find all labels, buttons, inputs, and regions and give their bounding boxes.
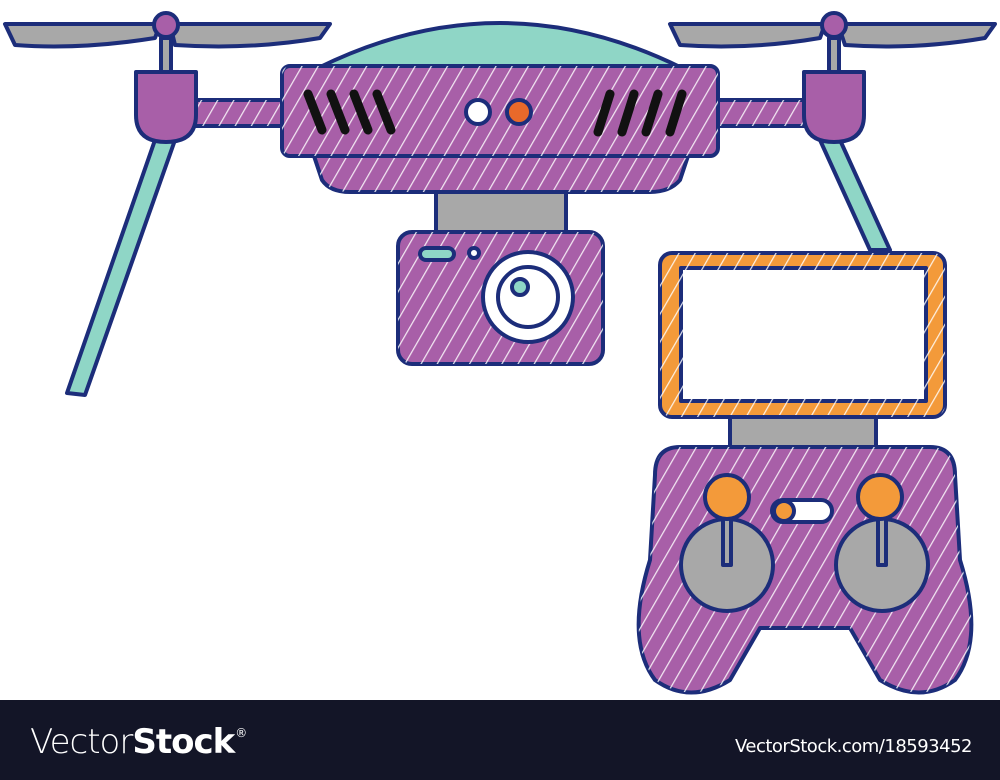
right-landing-leg bbox=[818, 138, 892, 252]
vectorstock-logo: VectorStock® bbox=[30, 722, 247, 762]
controller-screen bbox=[658, 251, 947, 419]
left-propeller bbox=[3, 11, 332, 74]
registered-mark: ® bbox=[235, 726, 247, 740]
drone-illustration bbox=[3, 11, 997, 695]
left-landing-leg bbox=[65, 138, 177, 397]
remote-controller bbox=[636, 445, 974, 695]
right-propeller bbox=[668, 11, 997, 74]
footer-bar: VectorStock® VectorStock.com/18593452 bbox=[0, 700, 1000, 780]
camera-icon bbox=[396, 230, 605, 366]
right-vent-icon bbox=[593, 89, 687, 137]
white-light-icon bbox=[464, 98, 492, 126]
drone-dome bbox=[316, 21, 684, 70]
logo-text-bold: Stock bbox=[132, 722, 235, 762]
left-joystick-knob bbox=[703, 473, 751, 521]
logo-text-light: Vector bbox=[30, 722, 133, 762]
left-vent-icon bbox=[303, 89, 396, 135]
orange-light-icon bbox=[505, 98, 533, 126]
image-url: VectorStock.com/18593452 bbox=[734, 736, 973, 757]
right-joystick-knob bbox=[856, 473, 904, 521]
